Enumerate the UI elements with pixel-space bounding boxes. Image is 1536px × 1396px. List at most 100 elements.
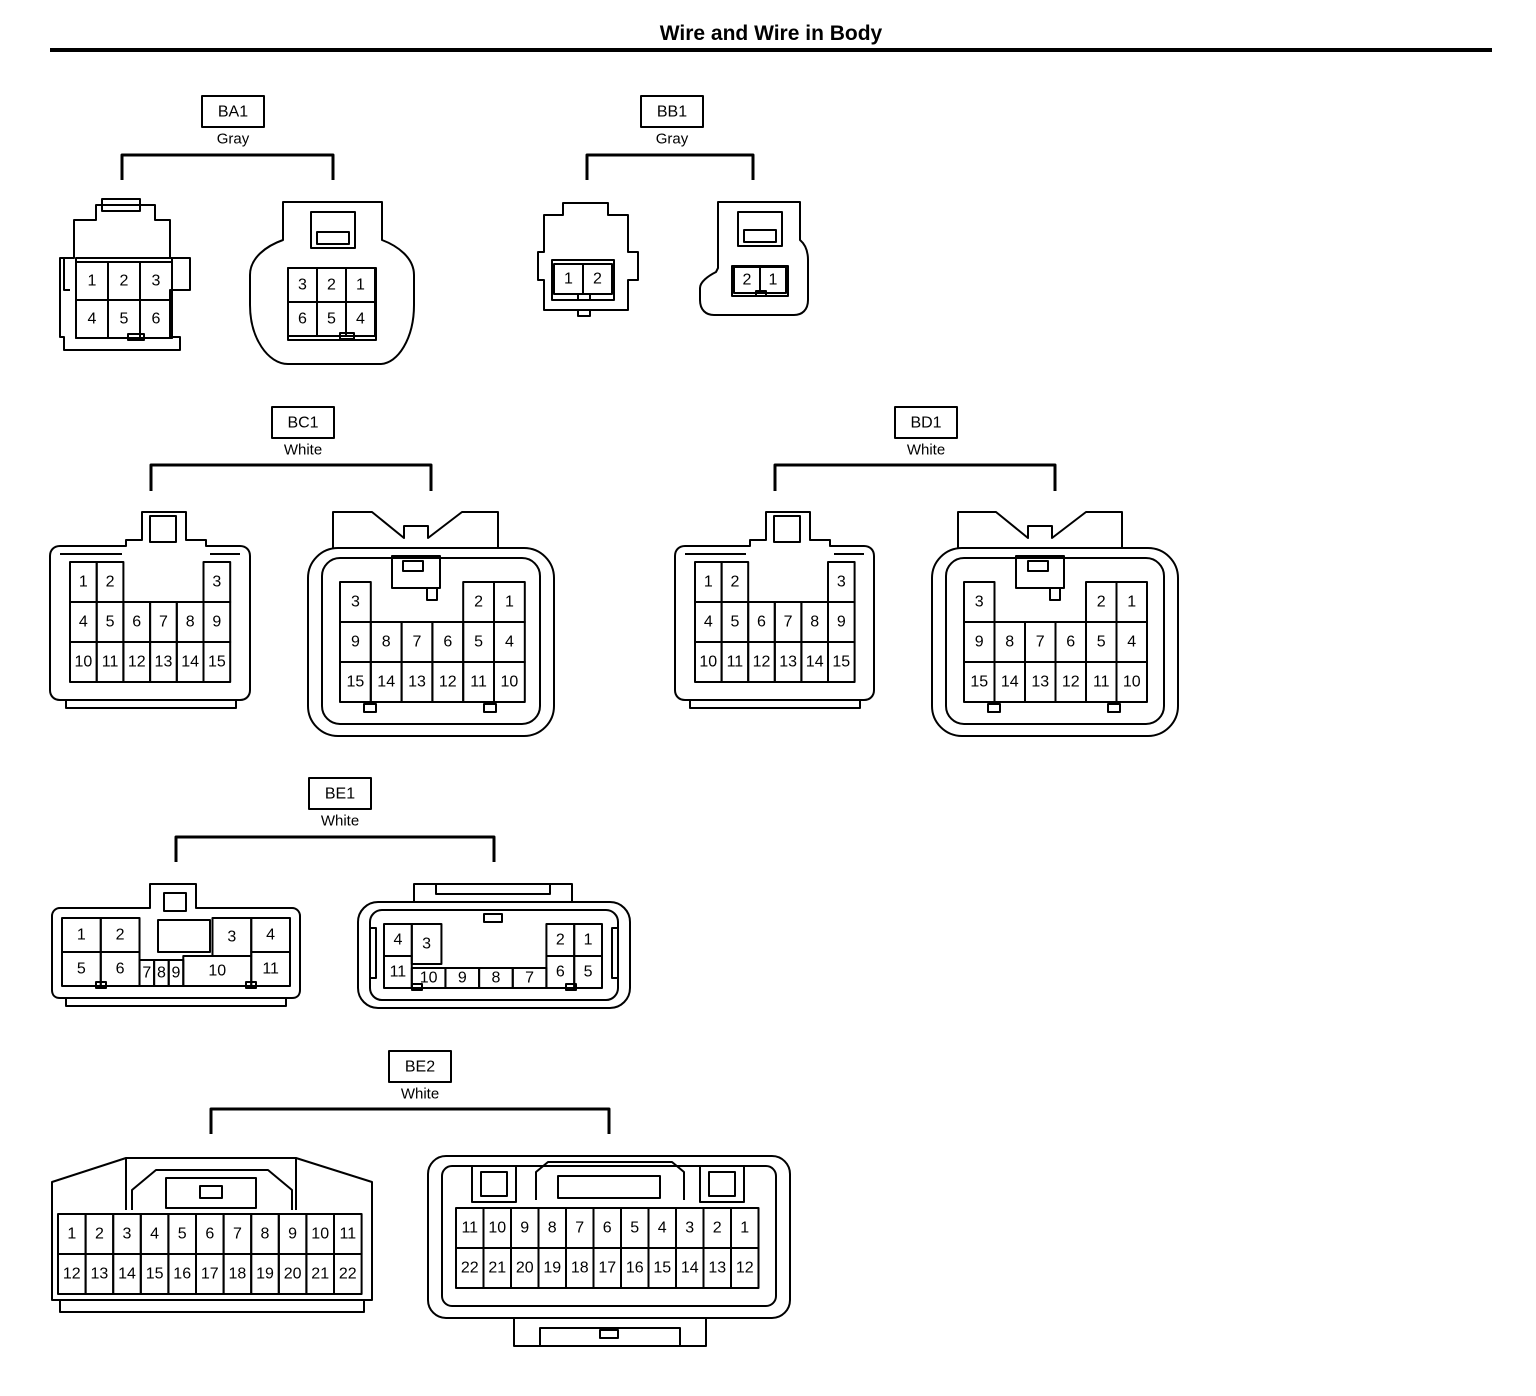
pin-number: 8	[810, 614, 819, 631]
pin-number: 15	[970, 674, 988, 691]
pin-number: 2	[474, 594, 483, 611]
pin-number: 9	[520, 1220, 529, 1237]
pin-number: 6	[757, 614, 766, 631]
pin-number: 11	[102, 654, 119, 671]
pin-number: 9	[288, 1226, 297, 1243]
pin-number: 4	[393, 932, 402, 949]
pin-number: 15	[146, 1266, 164, 1283]
pin-number: 12	[63, 1266, 81, 1283]
pin-number: 7	[525, 970, 534, 987]
pin-number: 4	[704, 614, 713, 631]
pin-number: 14	[377, 674, 395, 691]
pin-number: 14	[681, 1260, 699, 1277]
pin-number: 10	[74, 654, 92, 671]
pin-number: 2	[95, 1226, 104, 1243]
pin-cell	[410, 923, 443, 965]
pin-number: 14	[118, 1266, 136, 1283]
pin-cell	[582, 263, 613, 295]
pin-cell	[139, 299, 173, 339]
connector-color: Gray	[656, 131, 689, 148]
connector-color: White	[284, 442, 322, 459]
pin-number: 17	[598, 1260, 616, 1277]
pairing-bracket	[120, 153, 335, 180]
pin-number: 8	[261, 1226, 270, 1243]
pin-number: 7	[575, 1220, 584, 1237]
pin-cell	[202, 641, 232, 683]
connector-id: BD1	[910, 415, 941, 432]
pin-number: 21	[311, 1266, 329, 1283]
pin-number: 15	[208, 654, 226, 671]
pin-number: 2	[743, 272, 752, 289]
pin-number: 7	[784, 614, 793, 631]
pin-number: 7	[159, 614, 168, 631]
pairing-bracket	[585, 153, 755, 180]
pin-number: 6	[205, 1226, 214, 1243]
pin-number: 1	[584, 932, 593, 949]
connector-id-box	[894, 406, 958, 439]
pin-number: 2	[1097, 594, 1106, 611]
connector-id: BE2	[405, 1059, 435, 1076]
pin-number: 20	[516, 1260, 534, 1277]
connector-color: White	[321, 813, 359, 830]
pin-number: 4	[658, 1220, 667, 1237]
connector-id: BC1	[287, 415, 318, 432]
pin-number: 2	[327, 277, 336, 294]
pin-number: 13	[708, 1260, 726, 1277]
pin-number: 6	[603, 1220, 612, 1237]
pin-number: 18	[571, 1260, 589, 1277]
pin-number: 4	[88, 311, 97, 328]
pin-cell	[759, 266, 787, 294]
pin-number: 4	[505, 634, 514, 651]
pin-number: 5	[630, 1220, 639, 1237]
connector-color: White	[401, 1086, 439, 1103]
pin-number: 11	[461, 1220, 478, 1237]
pin-number: 12	[439, 674, 457, 691]
pin-number: 9	[212, 614, 221, 631]
pin-number: 9	[975, 634, 984, 651]
connector-id-box	[388, 1050, 452, 1083]
pin-number: 3	[685, 1220, 694, 1237]
pin-number: 6	[132, 614, 141, 631]
pin-number: 2	[556, 932, 565, 949]
pin-number: 9	[458, 970, 467, 987]
pin-number: 18	[229, 1266, 247, 1283]
pin-number: 2	[120, 273, 129, 290]
pin-number: 8	[1005, 634, 1014, 651]
pin-number: 5	[584, 964, 593, 981]
pin-number: 20	[284, 1266, 302, 1283]
pin-number: 12	[128, 654, 146, 671]
pin-number: 3	[227, 929, 236, 946]
pin-number: 13	[155, 654, 173, 671]
pin-number: 1	[67, 1226, 76, 1243]
pin-number: 5	[327, 311, 336, 328]
pin-number: 1	[79, 574, 88, 591]
pin-number: 1	[1127, 594, 1136, 611]
pin-number: 10	[1123, 674, 1141, 691]
pin-number: 19	[543, 1260, 561, 1277]
pin-number: 6	[298, 311, 307, 328]
pin-cell	[345, 301, 376, 337]
pin-cell	[333, 1253, 363, 1295]
pairing-bracket	[149, 463, 433, 491]
pin-number: 1	[704, 574, 713, 591]
pairing-bracket	[209, 1107, 611, 1134]
pin-number: 9	[837, 614, 846, 631]
